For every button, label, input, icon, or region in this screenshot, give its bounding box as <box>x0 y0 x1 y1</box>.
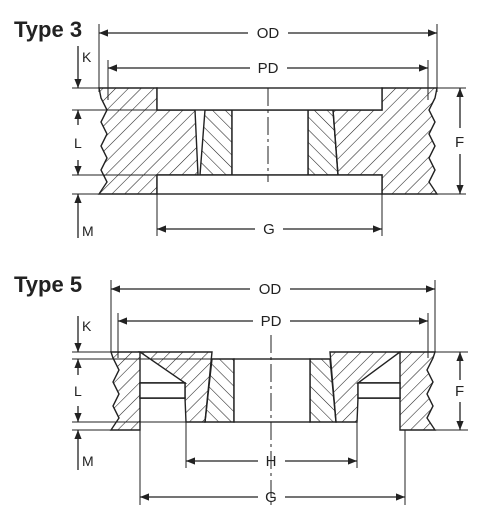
type3-pd-dimension: PD <box>107 60 429 100</box>
type3-klm-dimensions: K L M <box>72 46 157 239</box>
type3-pulley-section <box>97 87 439 195</box>
type5-g-dimension: G <box>139 430 406 506</box>
type5-pd-dimension: PD <box>117 313 429 358</box>
type5-l-label: L <box>74 383 82 399</box>
type3-f-label: F <box>455 134 464 151</box>
type3-title: Type 3 <box>14 17 82 42</box>
type3-od-label: OD <box>257 25 280 42</box>
type3-k-label: K <box>82 49 92 65</box>
type5-pd-label: PD <box>261 313 282 330</box>
type3-l-label: L <box>74 135 82 151</box>
type5-f-dimension: F <box>435 351 468 431</box>
type3-pd-label: PD <box>258 60 279 77</box>
type5-m-label: M <box>82 453 94 469</box>
type5-k-label: K <box>82 318 92 334</box>
type5-h-label: H <box>266 453 277 470</box>
type5-f-label: F <box>455 383 464 400</box>
type5-g-label: G <box>265 489 277 506</box>
type5-section: Type 5 OD PD <box>14 272 468 506</box>
type3-f-dimension: F <box>437 87 466 195</box>
type3-m-label: M <box>82 223 94 239</box>
type3-section: Type 3 OD PD <box>14 17 466 239</box>
type3-g-label: G <box>263 221 275 238</box>
type5-h-dimension: H <box>185 422 358 470</box>
type3-od-dimension: OD <box>98 24 438 92</box>
type5-klm-dimensions: K L M <box>72 316 212 470</box>
type5-od-dimension: OD <box>110 280 436 352</box>
type3-g-dimension: G <box>156 194 383 238</box>
type5-od-label: OD <box>259 281 282 298</box>
type5-pulley-section <box>109 335 437 505</box>
type5-title: Type 5 <box>14 272 82 297</box>
